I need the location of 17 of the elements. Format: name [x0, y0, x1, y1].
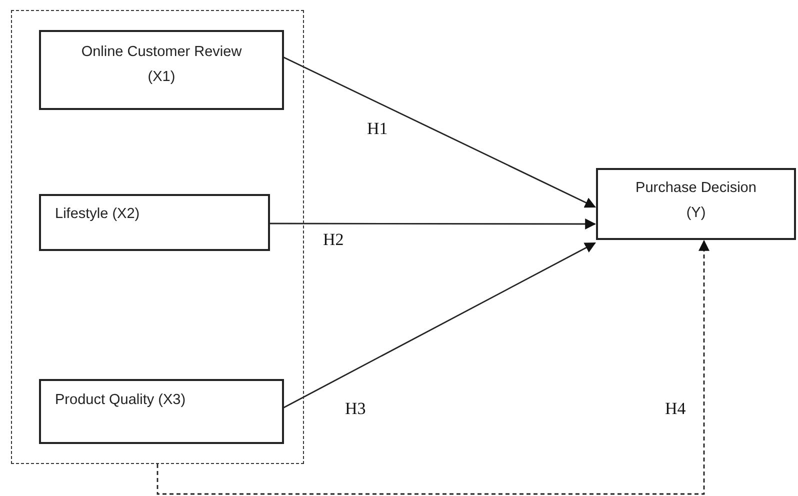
dashed-group-box: [11, 10, 304, 464]
arrow: [282, 242, 596, 409]
variable-label: Product Quality (X3): [55, 391, 186, 410]
variable-label: Online Customer Review (X1): [80, 43, 243, 88]
edge-label: H3: [344, 400, 367, 417]
arrow: [282, 56, 596, 208]
variable-label: Lifestyle (X2): [55, 205, 140, 224]
arrow: [269, 218, 596, 230]
edge-label: H4: [664, 400, 687, 417]
variable-box: [39, 194, 270, 251]
variable-box: [596, 168, 796, 240]
variable-box: [39, 30, 284, 110]
edge-label: H1: [366, 120, 389, 137]
arrow: [156, 240, 710, 495]
edge-label: H2: [322, 231, 345, 248]
variable-box: [39, 379, 284, 444]
variable-label: Purchase Decision (Y): [634, 179, 758, 224]
